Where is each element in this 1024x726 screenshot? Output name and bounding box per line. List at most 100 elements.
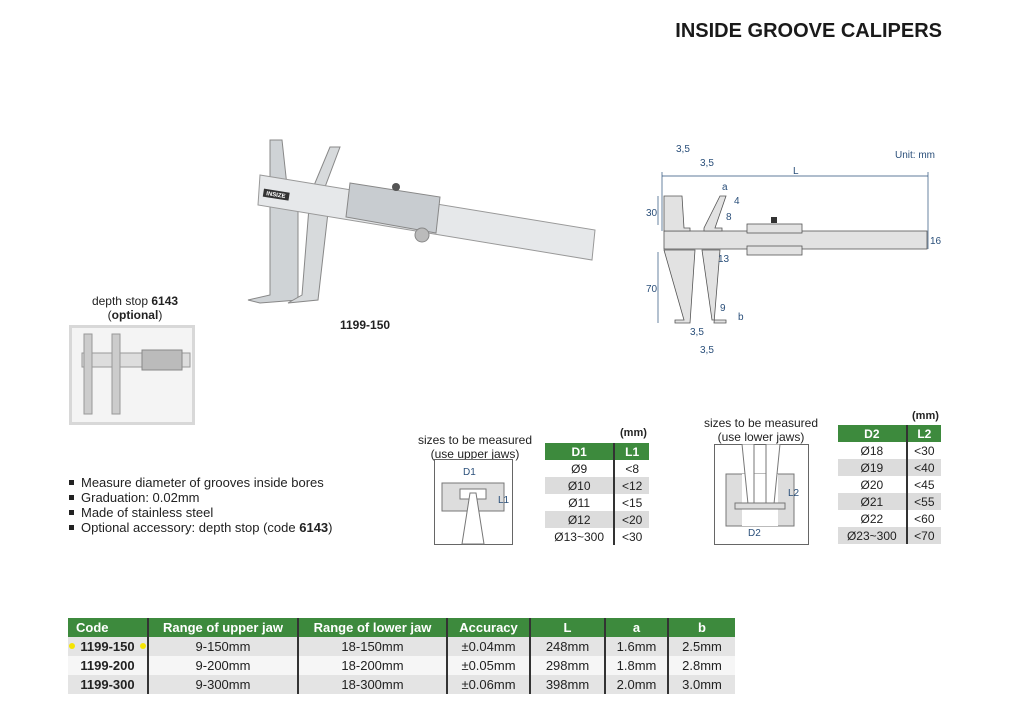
dim-3-5-c: 3,5: [690, 327, 704, 338]
feature-item: Made of stainless steel: [69, 505, 333, 520]
caliper-photo: INSIZE: [247, 139, 596, 304]
cell: ±0.05mm: [447, 656, 531, 675]
cell: Ø11: [545, 494, 616, 511]
cell: 2.0mm: [605, 675, 669, 694]
highlight-dot: [140, 643, 146, 649]
col-header-b: b: [668, 618, 735, 637]
cell: <45: [914, 477, 935, 492]
col-header-upper: Range of upper jaw: [148, 618, 299, 637]
cell: 398mm: [530, 675, 606, 694]
technical-drawing: Unit: mm L a 4 8 13 9 b 16 30 70 3,5 3,5…: [646, 144, 942, 356]
col-header-code: Code: [68, 618, 149, 637]
lower-jaw-diagram: D2 L2: [714, 444, 809, 545]
table-row: Ø21<55: [838, 493, 941, 510]
page-title: INSIDE GROOVE CALIPERS: [675, 20, 942, 42]
dim-30: 30: [646, 208, 658, 219]
l2-label: L2: [788, 488, 800, 499]
col-header: L1: [614, 443, 649, 460]
lower-unit: (mm): [912, 410, 939, 422]
accessory-code: 6143: [299, 520, 329, 535]
cell: 18-200mm: [298, 656, 448, 675]
dim-4: 4: [734, 196, 740, 207]
dim-3-5-a: 3,5: [676, 144, 690, 155]
cell: <15: [621, 495, 643, 510]
col-header-a: a: [605, 618, 669, 637]
cell: 1.8mm: [605, 656, 669, 675]
cell: 2.5mm: [668, 637, 735, 656]
table-row: Ø12<20: [545, 511, 649, 528]
cell: <60: [914, 511, 935, 526]
cell: 9-300mm: [148, 675, 299, 694]
brand-label-plate: [262, 188, 290, 201]
cell: ±0.04mm: [447, 637, 531, 656]
cell: Ø10: [545, 477, 616, 494]
col-header-accuracy: Accuracy: [447, 618, 531, 637]
feature-item: Optional accessory: depth stop (code 614…: [69, 520, 333, 535]
highlight-dot: [69, 643, 75, 649]
depth-stop-optional: optional: [111, 308, 159, 322]
upper-caption: sizes to be measured(use upper jaws): [405, 433, 545, 461]
cell: <30: [621, 529, 643, 544]
dim-L: L: [793, 166, 799, 177]
dim-13: 13: [718, 254, 730, 265]
table-row: Ø9 <8: [545, 460, 649, 477]
col-header: D2: [838, 425, 908, 442]
dim-a: a: [722, 182, 728, 193]
code-cell: 1199-150: [68, 637, 149, 656]
code-cell: 1199-200: [68, 656, 149, 675]
accessory-end: ): [328, 520, 333, 535]
cell: <55: [906, 493, 941, 510]
cell: ±0.06mm: [447, 675, 531, 694]
cell: 298mm: [530, 656, 606, 675]
spec-table: Code Range of upper jaw Range of lower j…: [68, 618, 735, 694]
code-cell: 1199-300: [68, 675, 149, 694]
depth-stop-code: 6143: [151, 294, 179, 308]
lower-caption-2: (use lower jaws): [717, 430, 805, 444]
code: 1199-150: [80, 639, 135, 654]
model-label: 1199-150: [340, 318, 391, 332]
dim-16: 16: [930, 236, 942, 247]
header-row: Code Range of upper jaw Range of lower j…: [68, 618, 735, 637]
col-header: L2: [906, 425, 941, 442]
cell: Ø23~300: [838, 527, 908, 544]
cell: Ø19: [838, 459, 908, 476]
cell: Ø21: [838, 493, 908, 510]
feature-list: Measure diameter of grooves inside bores…: [69, 475, 333, 535]
dim-3-5-d: 3,5: [700, 345, 714, 356]
brand-logo-text: INSIZE: [266, 191, 286, 200]
table-row: Ø10<12: [545, 477, 649, 494]
upper-jaw-diagram: D1 L1: [434, 459, 513, 545]
cell: 9-200mm: [148, 656, 299, 675]
cell: 18-300mm: [298, 675, 448, 694]
upper-caption-2: (use upper jaws): [430, 447, 520, 461]
cell: Ø20: [838, 476, 908, 493]
table-row: Ø19<40: [838, 459, 941, 476]
d2-label: D2: [748, 528, 761, 539]
cell: 9-150mm: [148, 637, 299, 656]
depth-stop-photo: [69, 325, 195, 425]
lower-caption: sizes to be measured(use lower jaws): [691, 416, 831, 444]
table-row: Ø23~300<70: [838, 527, 941, 544]
table-row: Ø13~300 <30: [545, 528, 649, 545]
cell: Ø13~300: [545, 528, 616, 545]
dim-9: 9: [720, 303, 726, 314]
accessory-text: Optional accessory: depth stop (code: [81, 520, 300, 535]
dim-b: b: [738, 312, 744, 323]
cell: <12: [614, 477, 649, 494]
unit-label: Unit: mm: [895, 150, 935, 161]
d1-label: D1: [463, 467, 476, 478]
dim-8: 8: [726, 212, 732, 223]
cell: <20: [614, 511, 649, 528]
cell: <8: [625, 461, 639, 476]
cell: <30: [914, 443, 935, 458]
feature-item: Measure diameter of grooves inside bores: [69, 475, 333, 490]
cell: Ø9: [545, 460, 616, 477]
cell: Ø22: [838, 510, 908, 527]
col-header: D1: [545, 443, 616, 460]
cell: 248mm: [530, 637, 606, 656]
